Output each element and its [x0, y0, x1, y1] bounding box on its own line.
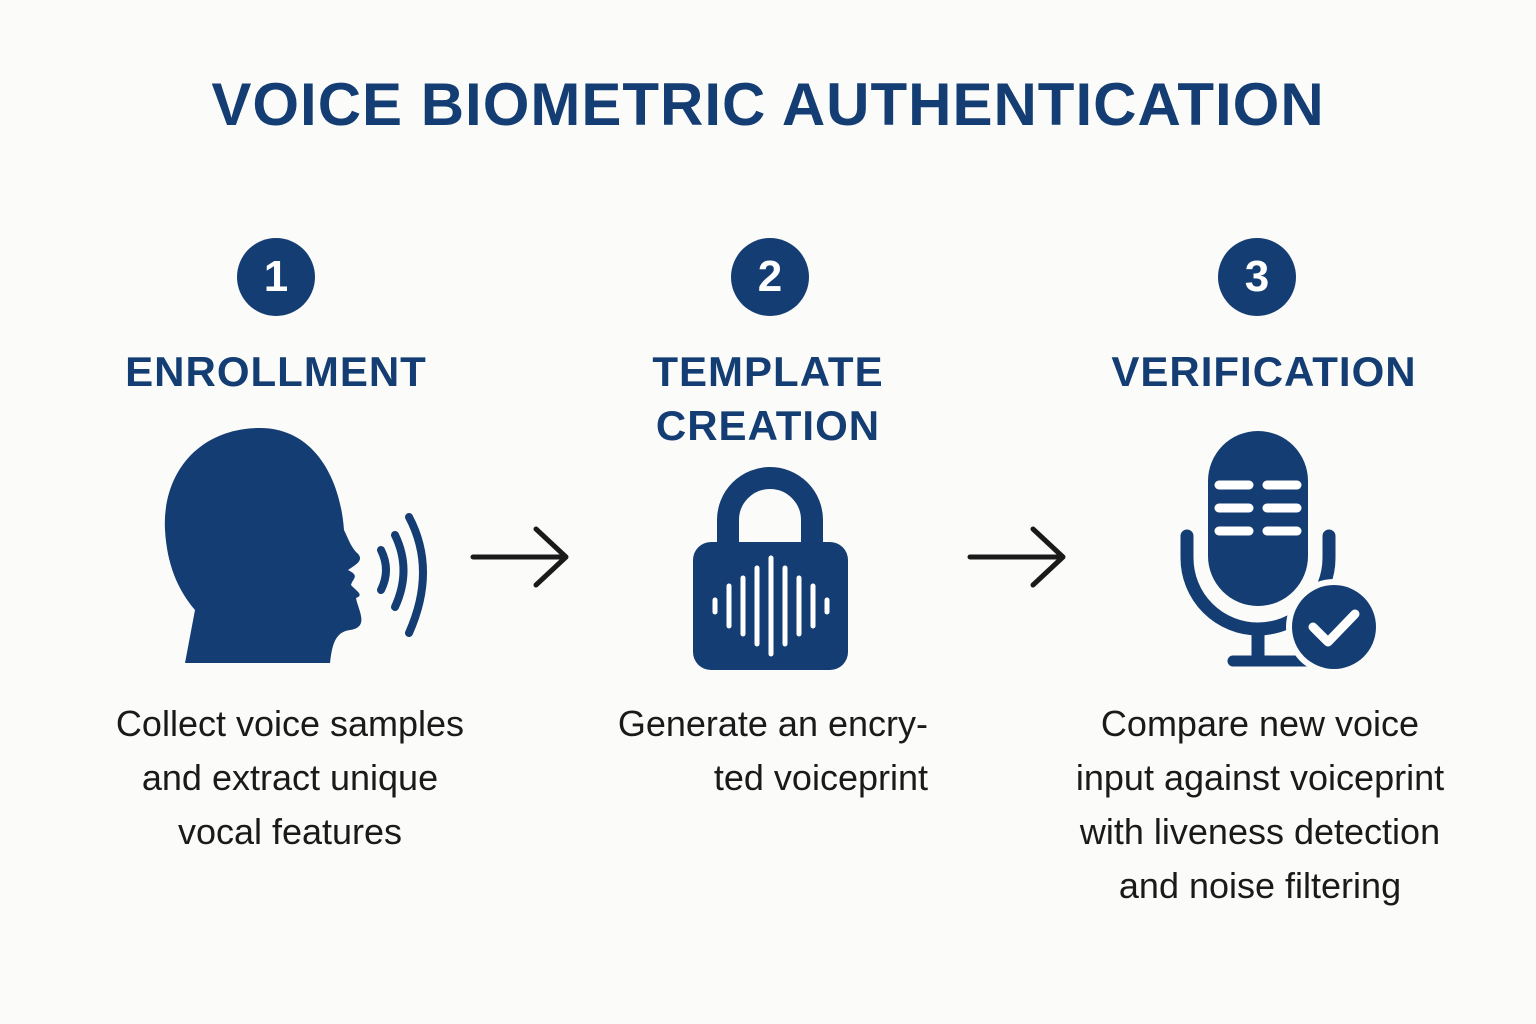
speaking-head-icon: [164, 428, 427, 663]
voice-lock-icon: [693, 467, 848, 670]
microphone-grille: [1214, 480, 1302, 536]
step-1-number-badge: 1: [237, 238, 315, 316]
sound-wave-large: [405, 513, 427, 637]
step-2-description: Generate an encry- ted voiceprint: [617, 703, 928, 798]
page-title: VOICE BIOMETRIC AUTHENTICATION: [211, 71, 1325, 138]
microphone-check-icon: [1180, 431, 1382, 673]
sound-wave-medium: [391, 531, 408, 611]
check-badge: [1292, 585, 1376, 669]
step-2-title: TEMPLATE CREATION: [652, 348, 884, 449]
microphone-capsule: [1208, 431, 1308, 606]
step-3-description: Compare new voice input against voicepri…: [1075, 703, 1445, 906]
waveform-icon: [712, 555, 830, 657]
check-icon: [1308, 609, 1360, 647]
head-silhouette: [164, 428, 362, 663]
step-1-title: ENROLLMENT: [125, 348, 427, 395]
step-1-description: Collect voice samples and extract unique…: [115, 703, 465, 852]
step-3-title: VERIFICATION: [1111, 348, 1417, 395]
right-arrow-icon: [967, 526, 1066, 588]
step-2-number-badge: 2: [731, 238, 809, 316]
step-3-number-badge: 3: [1218, 238, 1296, 316]
lock-shackle: [717, 467, 823, 542]
right-arrow-icon: [470, 526, 569, 588]
sound-wave-small: [377, 546, 390, 594]
